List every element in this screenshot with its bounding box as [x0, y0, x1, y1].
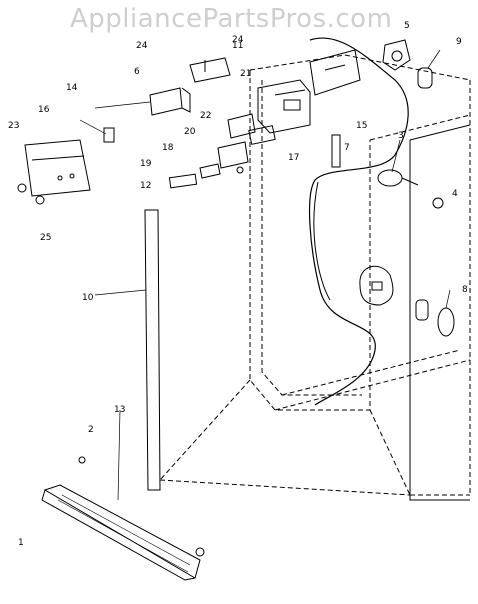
part-14-clip: [103, 127, 115, 143]
callout-11: 11: [232, 41, 243, 51]
part-15-tube: [331, 134, 341, 168]
cabinet-liner: [159, 54, 471, 496]
part-19-bulb: [199, 163, 221, 179]
callout-16: 16: [38, 105, 50, 115]
callout-10: 10: [82, 293, 94, 303]
part-5-bracket: [382, 39, 411, 71]
callout-20: 20: [184, 127, 196, 137]
part-2-screw: [78, 456, 86, 464]
callout-24: 24: [136, 41, 148, 51]
part-8-light-assembly: [359, 265, 455, 337]
callout-3: 3: [398, 131, 404, 141]
callout-17: 17: [288, 153, 299, 163]
callout-2: 2: [88, 425, 94, 435]
callout-8: 8: [462, 285, 468, 295]
part-22-cover: [227, 113, 256, 139]
callout-15: 15: [356, 121, 367, 131]
part-11-bracket: [309, 49, 361, 96]
part-21-housing: [257, 79, 311, 134]
part-3-valve: [377, 169, 419, 187]
callout-13: 13: [114, 405, 125, 415]
callout-19: 19: [140, 159, 152, 169]
part-9-grommet: [417, 67, 433, 89]
part-4-nut: [432, 197, 444, 209]
part-25-screw: [35, 195, 45, 205]
callout-5: 5: [404, 21, 410, 31]
callout-22: 22: [200, 111, 211, 121]
callout-18: 18: [162, 143, 174, 153]
part-24-mount: [189, 57, 231, 83]
harness-tube: [308, 37, 409, 406]
part-23-control-panel: [24, 139, 91, 197]
part-17-gasket: [248, 125, 276, 145]
callout-24b: 24: [232, 35, 244, 45]
callout-labels: 1 2 3 4 5 6 7 8 9 10 11 12 13 14 15 16 1…: [8, 21, 468, 548]
part-6-bracket: [149, 87, 191, 116]
callout-25: 25: [40, 233, 51, 243]
part-1-grille: [41, 484, 201, 581]
callout-14: 14: [66, 83, 78, 93]
callout-6: 6: [134, 67, 140, 77]
callout-23: 23: [8, 121, 19, 131]
callout-7: 7: [344, 143, 350, 153]
callout-1: 1: [18, 538, 24, 548]
callout-21: 21: [240, 69, 251, 79]
callout-4: 4: [452, 189, 458, 199]
cabinet-shell: [409, 124, 471, 501]
callout-12: 12: [140, 181, 151, 191]
part-10-trim-strip: [144, 209, 161, 491]
watermark: AppliancePartsPros.com: [70, 4, 393, 34]
callout-9: 9: [456, 37, 462, 47]
part-12-lens: [168, 173, 198, 189]
part-18-switch: [217, 141, 249, 174]
